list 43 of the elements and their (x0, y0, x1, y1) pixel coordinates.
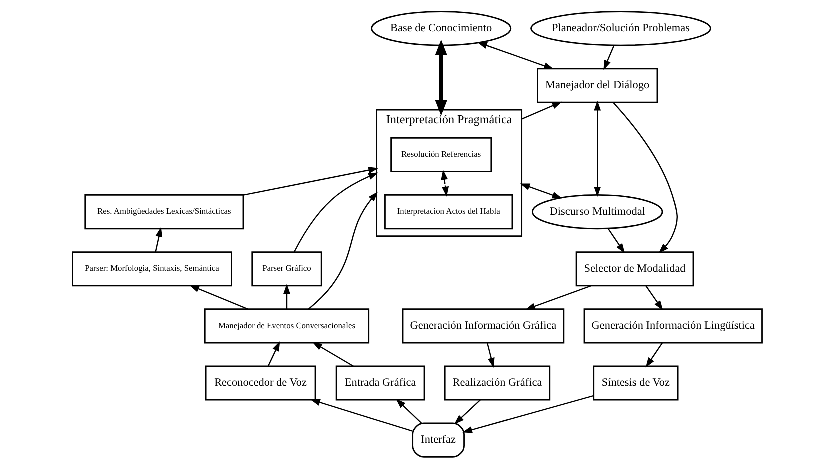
arrow (594, 100, 601, 197)
arrow (440, 170, 449, 197)
node-box: Entrada Gráfica (335, 366, 425, 401)
arrow (521, 102, 562, 120)
arrow (312, 342, 354, 367)
node-box: Generación Información Lingüística (583, 308, 762, 344)
arrow (283, 284, 290, 310)
arrow (520, 184, 562, 199)
node-box: Res. Ambigüedades Lexicas/Sintácticas (84, 194, 244, 230)
arrow (267, 341, 280, 366)
arrow (189, 285, 248, 310)
arrow (308, 192, 378, 310)
node-box: Manejador del Diálogo (536, 68, 658, 104)
arrow (434, 40, 447, 116)
arrow (154, 227, 162, 252)
node-box: Interfaz (412, 422, 464, 458)
arrow (524, 285, 591, 310)
node-box: Síntesis de Voz (592, 366, 678, 401)
arrow (476, 42, 554, 70)
arrow (607, 228, 625, 254)
arrow (242, 166, 378, 196)
arrow (486, 342, 494, 368)
arrow (395, 398, 422, 424)
node-box: Generación Información Gráfica (402, 308, 564, 344)
node-ellipse: Planeador/Solución Problemas (530, 11, 711, 46)
arrow (645, 342, 663, 368)
arrow (293, 172, 378, 252)
node-ellipse: Discurso Multimodal (531, 194, 663, 230)
arrow (310, 399, 412, 432)
node-box: Parser Gráfico (251, 252, 322, 287)
node-box: Resolución Referencias (390, 137, 492, 173)
arrow (612, 102, 678, 254)
arrow (462, 395, 594, 434)
node-box: Manejador de Eventos Conversacionales (204, 308, 370, 344)
node-box: Realización Gráfica (444, 366, 550, 401)
node-box: Reconocedor de Voz (204, 366, 316, 401)
node-box: Interpretacion Actos del Habla (384, 194, 513, 230)
arrow (603, 45, 614, 70)
node-ellipse: Base de Conocimiento (370, 11, 512, 46)
node-box: Parser: Morfologia, Sintaxis, Semántica (72, 252, 232, 287)
arrow (454, 400, 480, 425)
arrow (645, 286, 663, 311)
node-box: Selector de Modalidad (575, 252, 694, 287)
